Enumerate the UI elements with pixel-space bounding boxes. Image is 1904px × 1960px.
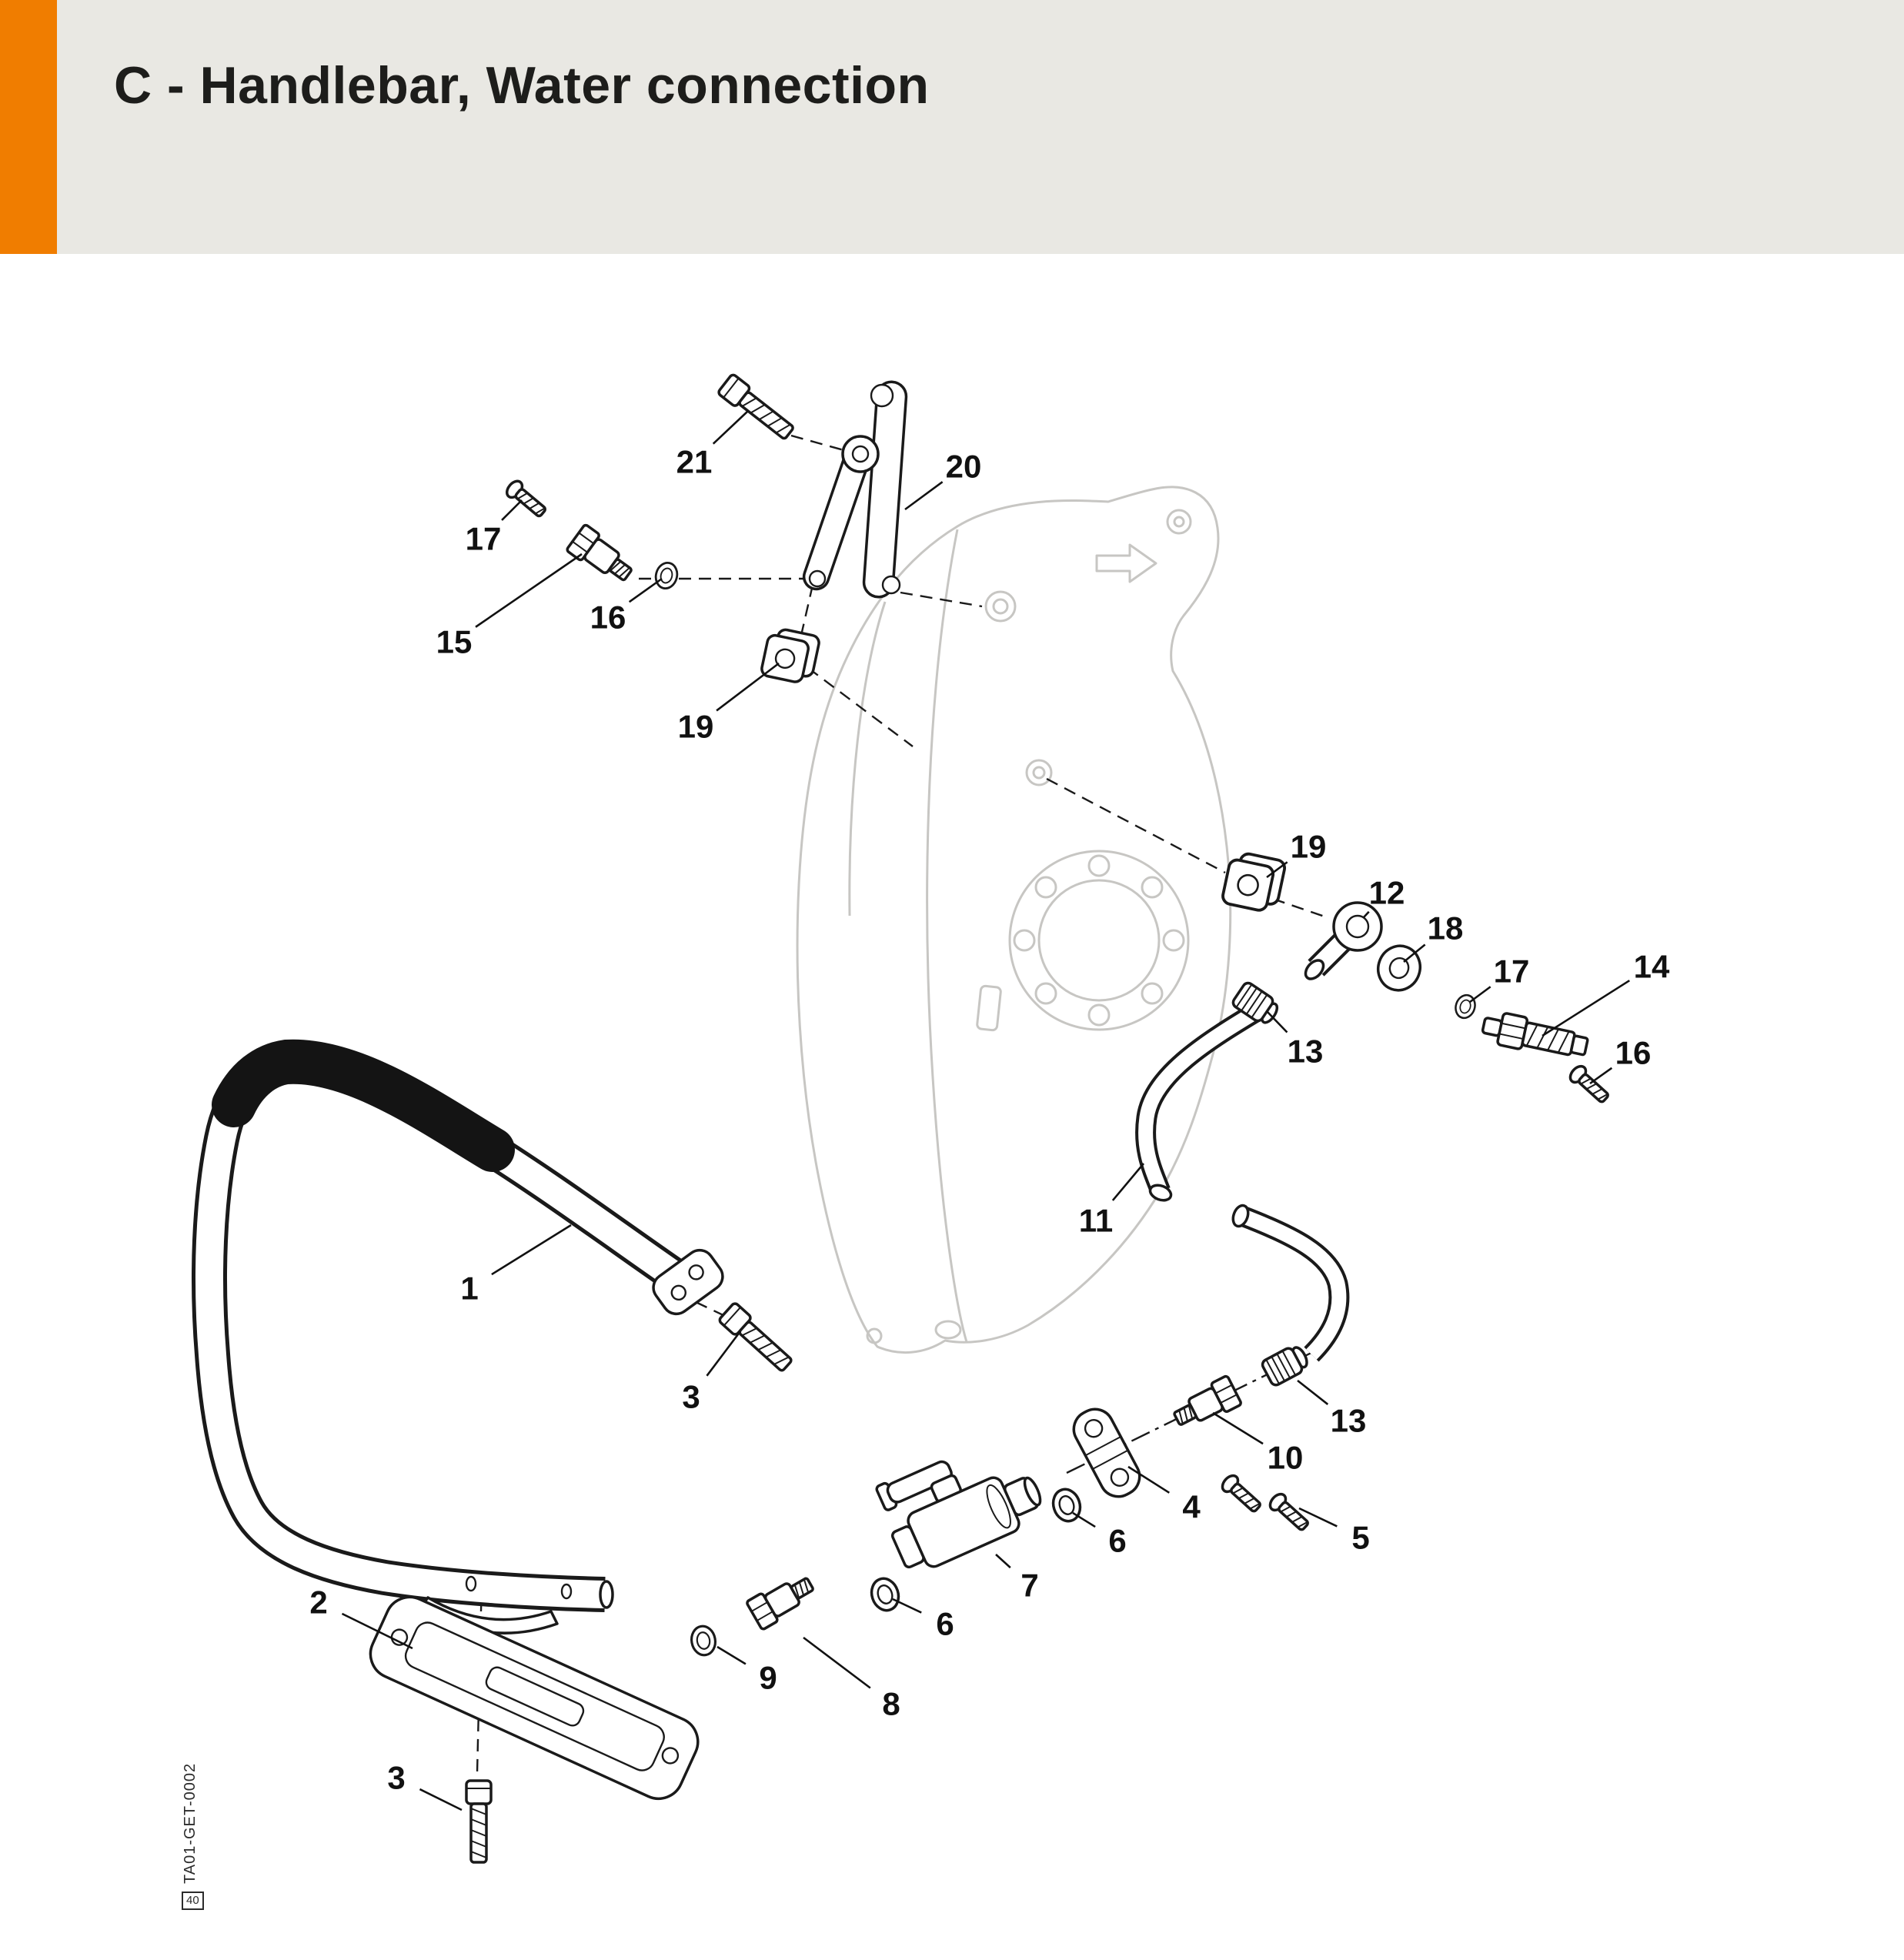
part-label-19: 19 bbox=[678, 709, 714, 745]
part-5-screw-b bbox=[1265, 1489, 1313, 1535]
part-15-hose-fitting bbox=[564, 523, 640, 590]
leader-line-part-2 bbox=[341, 1612, 413, 1650]
part-19-square-nut-upper bbox=[759, 625, 822, 687]
header-bar: C - Handlebar, Water connection bbox=[0, 0, 1904, 254]
leader-line-part-3 bbox=[419, 1788, 463, 1811]
leader-line-part-20 bbox=[904, 481, 944, 511]
part-label-12: 12 bbox=[1369, 875, 1405, 911]
part-6-o-ring-left bbox=[866, 1574, 904, 1615]
part-label-5: 5 bbox=[1351, 1520, 1369, 1556]
part-label-7: 7 bbox=[1020, 1568, 1038, 1604]
part-labels-layer: 1233456678910111213131415161617171819192… bbox=[309, 410, 1670, 1811]
leader-line-part-17 bbox=[501, 499, 523, 521]
part-label-19: 19 bbox=[1291, 829, 1327, 865]
leader-line-part-15 bbox=[475, 553, 583, 628]
part-label-3: 3 bbox=[387, 1760, 405, 1796]
machine-body-outline bbox=[796, 486, 1232, 1354]
part-12-eye-connector bbox=[1304, 901, 1383, 980]
part-label-1: 1 bbox=[460, 1270, 478, 1307]
part-label-11: 11 bbox=[1079, 1203, 1113, 1239]
part-11-water-hose bbox=[1135, 999, 1350, 1362]
part-label-14: 14 bbox=[1634, 949, 1670, 985]
leader-line-part-11 bbox=[1111, 1163, 1144, 1201]
part-20-handle-bracket bbox=[802, 380, 908, 599]
part-label-9: 9 bbox=[759, 1660, 777, 1696]
part-label-2: 2 bbox=[309, 1584, 327, 1621]
leader-line-part-3 bbox=[706, 1331, 742, 1377]
leader-line-part-18 bbox=[1403, 943, 1426, 963]
part-label-15: 15 bbox=[436, 624, 473, 660]
part-7-water-valve bbox=[875, 1460, 1042, 1569]
page-title: C - Handlebar, Water connection bbox=[114, 56, 930, 115]
leader-line-part-16 bbox=[1589, 1067, 1613, 1085]
part-label-18: 18 bbox=[1428, 910, 1464, 947]
part-label-17: 17 bbox=[466, 521, 502, 557]
leader-line-part-7 bbox=[995, 1554, 1011, 1569]
part-3-screw-upper bbox=[717, 1301, 797, 1377]
leader-line-part-16 bbox=[628, 577, 663, 603]
leader-line-part-13 bbox=[1297, 1379, 1329, 1405]
part-1-handlebar bbox=[192, 1039, 724, 1612]
leader-line-part-17 bbox=[1469, 986, 1491, 1003]
leader-line-part-6 bbox=[1072, 1511, 1096, 1528]
part-label-6: 6 bbox=[936, 1606, 954, 1642]
part-label-21: 21 bbox=[676, 444, 713, 480]
leader-line-part-10 bbox=[1212, 1411, 1264, 1445]
leader-line-part-21 bbox=[712, 410, 749, 445]
part-label-16: 16 bbox=[590, 599, 626, 636]
doc-code: TA01-GET-0002 bbox=[182, 1762, 199, 1884]
part-2-mounting-plate bbox=[369, 1595, 700, 1801]
leader-line-part-5 bbox=[1298, 1507, 1338, 1528]
leader-line-part-1 bbox=[491, 1224, 572, 1276]
part-9-o-ring bbox=[688, 1623, 719, 1658]
leader-line-part-14 bbox=[1542, 980, 1630, 1037]
part-19-square-nut-right bbox=[1220, 849, 1288, 916]
leader-line-part-19 bbox=[716, 662, 780, 712]
part-13-union-nut-lower bbox=[1259, 1341, 1313, 1388]
part-21-screw bbox=[716, 372, 799, 445]
handlebar-grip bbox=[212, 1039, 515, 1172]
part-label-13: 13 bbox=[1288, 1033, 1324, 1070]
leader-line-part-12 bbox=[1363, 910, 1370, 918]
part-3-screw-lower bbox=[465, 1779, 493, 1864]
leader-line-part-4 bbox=[1127, 1465, 1170, 1494]
leader-line-part-6 bbox=[892, 1598, 922, 1614]
part-label-10: 10 bbox=[1268, 1440, 1304, 1476]
part-label-16: 16 bbox=[1615, 1035, 1652, 1071]
page-marker: 40 bbox=[182, 1892, 204, 1910]
part-label-13: 13 bbox=[1331, 1403, 1367, 1439]
direction-arrow-icon bbox=[1095, 543, 1157, 583]
part-label-8: 8 bbox=[882, 1686, 900, 1722]
part-5-screw-a bbox=[1218, 1471, 1265, 1517]
part-label-4: 4 bbox=[1182, 1489, 1201, 1525]
leader-line-part-9 bbox=[717, 1645, 747, 1665]
part-17-sealing-ring-right bbox=[1451, 991, 1479, 1022]
part-label-6: 6 bbox=[1108, 1523, 1126, 1559]
part-16-sealing-ring-upper bbox=[652, 559, 681, 593]
leader-line-part-19 bbox=[1266, 861, 1288, 879]
part-14-connector-fitting bbox=[1481, 1012, 1589, 1057]
leader-line-part-8 bbox=[803, 1636, 871, 1689]
part-4-bracket bbox=[1072, 1407, 1141, 1498]
accent-bar bbox=[0, 0, 57, 254]
part-6-o-ring-right bbox=[1047, 1484, 1086, 1526]
part-8-threaded-fitting bbox=[744, 1568, 820, 1631]
leader-line-part-13 bbox=[1266, 1010, 1288, 1033]
part-label-3: 3 bbox=[682, 1379, 700, 1415]
part-16-screw-right bbox=[1565, 1061, 1613, 1107]
part-17-screw-upper bbox=[503, 476, 550, 522]
part-label-20: 20 bbox=[946, 449, 982, 485]
part-18-washer bbox=[1377, 944, 1421, 992]
part-label-17: 17 bbox=[1494, 953, 1530, 990]
